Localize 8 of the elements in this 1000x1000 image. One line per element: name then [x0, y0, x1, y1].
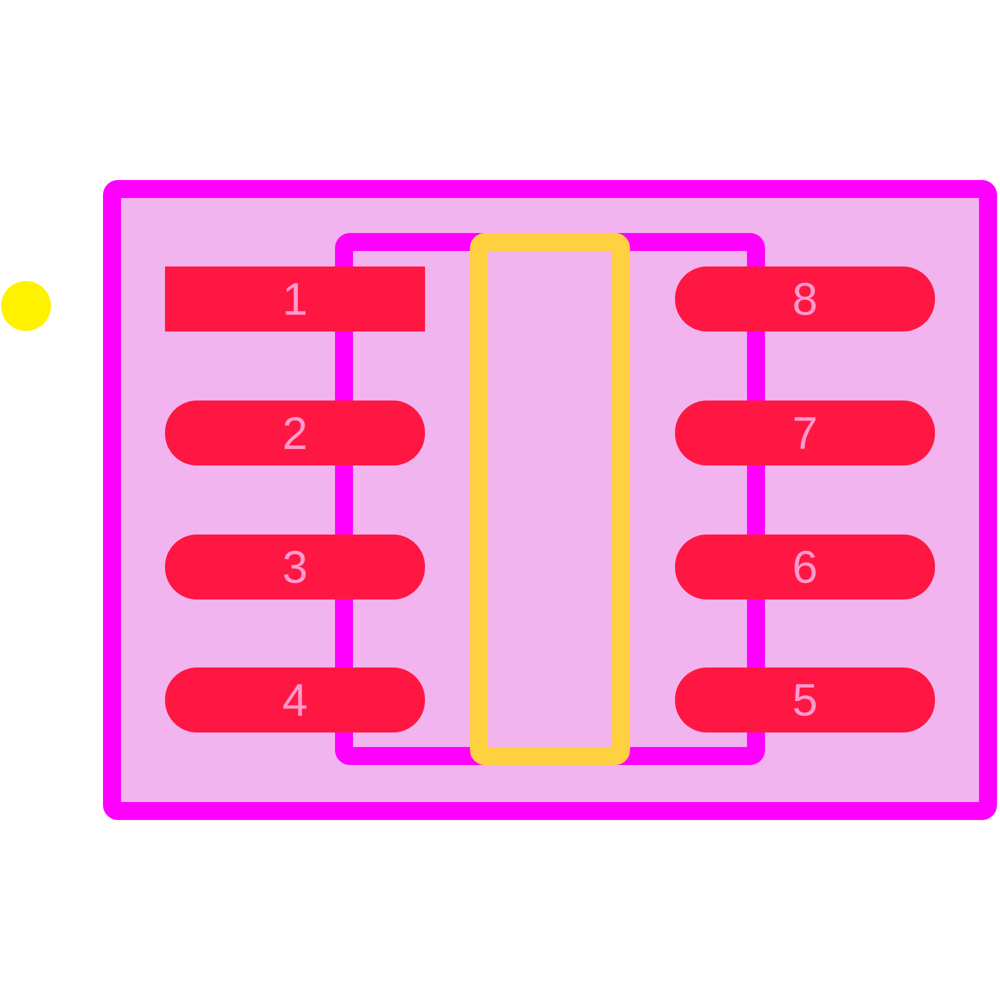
pad: 2: [165, 400, 425, 466]
pad: 8: [675, 266, 935, 332]
pad: 5: [675, 668, 935, 732]
pad: 3: [165, 534, 425, 600]
pad: 4: [165, 668, 425, 732]
pad: 6: [675, 534, 935, 600]
pad: 7: [675, 400, 935, 466]
pad: 1: [165, 266, 425, 332]
